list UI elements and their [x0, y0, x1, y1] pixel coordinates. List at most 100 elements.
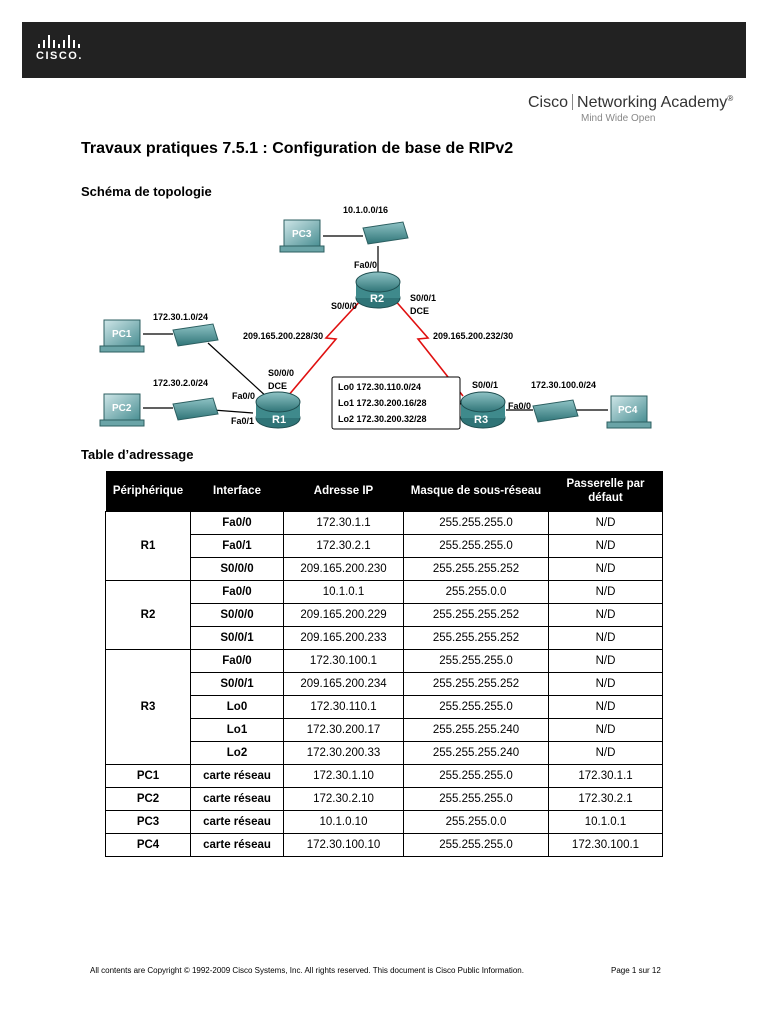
router-r2-icon: [355, 271, 401, 309]
ethernet-links: [143, 235, 608, 414]
cell-interface: Lo0: [190, 695, 284, 719]
cell-gateway: 172.30.100.1: [548, 833, 663, 857]
cell-ip: 172.30.1.1: [283, 511, 404, 535]
label-net-pc1: 172.30.1.0/24: [153, 312, 208, 322]
cell-mask: 255.255.255.252: [403, 557, 549, 581]
cell-mask: 255.255.255.0: [403, 649, 549, 673]
switch-pc2: [172, 397, 219, 421]
footer-page-number: Page 1 sur 12: [611, 966, 661, 975]
label-link-r2-r3: 209.165.200.232/30: [433, 331, 513, 341]
label-link-r1-r2: 209.165.200.228/30: [243, 331, 323, 341]
cell-ip: 172.30.2.10: [283, 787, 404, 811]
cell-ip: 172.30.200.17: [283, 718, 404, 742]
label-r3-fa00: Fa0/0: [508, 401, 531, 411]
footer-copyright: All contents are Copyright © 1992-2009 C…: [90, 966, 524, 975]
label-r3-lo0: Lo0 172.30.110.0/24: [338, 382, 421, 392]
cell-mask: 255.255.255.0: [403, 833, 549, 857]
cell-mask: 255.255.255.0: [403, 695, 549, 719]
cell-ip: 209.165.200.234: [283, 672, 404, 696]
cell-mask: 255.255.255.252: [403, 672, 549, 696]
label-r1-s000: S0/0/0: [268, 368, 294, 378]
cell-mask: 255.255.0.0: [403, 810, 549, 834]
label-r2-s000: S0/0/0: [331, 301, 357, 311]
cell-ip: 172.30.100.1: [283, 649, 404, 673]
cisco-logo: CISCO.: [36, 34, 106, 66]
col-header-mask: Masque de sous-réseau: [403, 471, 549, 512]
cell-interface: S0/0/0: [190, 603, 284, 627]
cell-ip: 172.30.200.33: [283, 741, 404, 765]
col-header-gateway: Passerelle par défaut: [548, 471, 663, 512]
cell-gateway: 172.30.2.1: [548, 787, 663, 811]
label-pc4: PC4: [618, 405, 638, 416]
cell-interface: Lo1: [190, 718, 284, 742]
table-header-row: Périphérique Interface Adresse IP Masque…: [105, 471, 663, 512]
cell-interface: Fa0/0: [190, 580, 284, 604]
switch-pc3: [362, 221, 409, 245]
router-r1-icon: [255, 391, 301, 429]
cell-mask: 255.255.255.252: [403, 626, 549, 650]
cell-device: PC1: [105, 764, 191, 788]
label-r2-dce: DCE: [410, 306, 429, 316]
col-header-device: Périphérique: [105, 471, 191, 512]
label-r2-fa00: Fa0/0: [354, 260, 377, 270]
label-r1-fa00: Fa0/0: [232, 391, 255, 401]
cell-gateway: N/D: [548, 626, 663, 650]
cell-ip: 172.30.110.1: [283, 695, 404, 719]
label-r1-name: R1: [272, 414, 286, 426]
academy-tagline: Mind Wide Open: [581, 113, 656, 124]
cell-interface: carte réseau: [190, 833, 284, 857]
cell-interface: S0/0/0: [190, 557, 284, 581]
cell-mask: 255.255.255.252: [403, 603, 549, 627]
cell-mask: 255.255.255.0: [403, 787, 549, 811]
label-r3-name: R3: [474, 414, 488, 426]
cell-ip: 209.165.200.230: [283, 557, 404, 581]
cell-gateway: N/D: [548, 603, 663, 627]
address-table: Périphérique Interface Adresse IP Masque…: [105, 471, 663, 857]
cell-interface: Lo2: [190, 741, 284, 765]
label-pc1: PC1: [112, 329, 132, 340]
label-r1-dce: DCE: [268, 381, 287, 391]
router-r3-icon: [460, 391, 506, 429]
cell-interface: Fa0/0: [190, 649, 284, 673]
cell-interface: carte réseau: [190, 810, 284, 834]
cell-interface: carte réseau: [190, 764, 284, 788]
cell-interface: carte réseau: [190, 787, 284, 811]
cell-gateway: N/D: [548, 672, 663, 696]
cell-gateway: N/D: [548, 649, 663, 673]
label-r1-fa01: Fa0/1: [231, 416, 254, 426]
cisco-wordmark: CISCO.: [36, 50, 83, 62]
label-net-pc3: 10.1.0.0/16: [343, 205, 388, 215]
label-net-pc4: 172.30.100.0/24: [531, 380, 596, 390]
academy-brand: Cisco: [528, 94, 569, 111]
cell-interface: Fa0/1: [190, 534, 284, 558]
serial-links: [287, 297, 464, 397]
header-bar: CISCO.: [22, 22, 746, 78]
cell-gateway: N/D: [548, 511, 663, 535]
cell-gateway: N/D: [548, 534, 663, 558]
cell-mask: 255.255.0.0: [403, 580, 549, 604]
pc3-icon: [279, 219, 325, 253]
cell-interface: S0/0/1: [190, 672, 284, 696]
cell-device: R2: [105, 580, 191, 650]
switch-pc4: [532, 399, 579, 423]
page-title: Travaux pratiques 7.5.1 : Configuration …: [81, 140, 514, 157]
topology-diagram: 10.1.0.0/16 Fa0/0 R2 S0/0/0 S0/0/1 DCE 1…: [99, 205, 652, 430]
label-r2-name: R2: [370, 293, 384, 305]
switch-pc1: [172, 323, 219, 347]
cell-gateway: N/D: [548, 580, 663, 604]
cisco-bars-icon: [38, 34, 106, 48]
pc2-icon: [99, 393, 145, 427]
